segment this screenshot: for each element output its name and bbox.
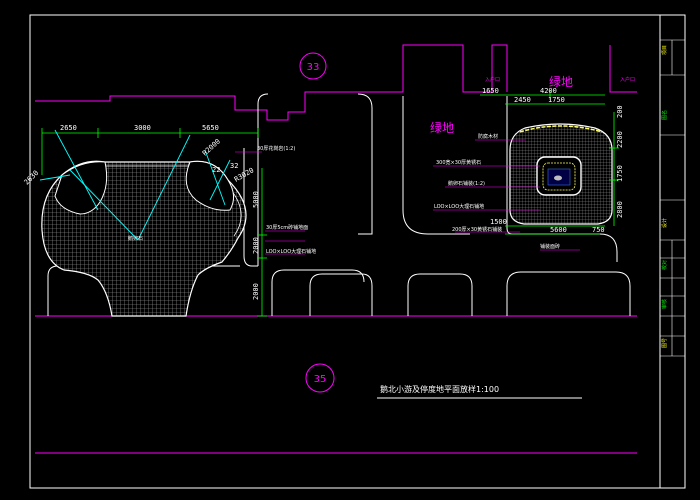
planting-bed-right: [185, 160, 234, 211]
dimension-label: 22: [212, 166, 220, 174]
dimension-label: R2000: [201, 137, 222, 157]
entrance-label-right: 入户口: [620, 76, 635, 83]
annotation-text: 铺装面砖: [540, 243, 560, 250]
dimension-label: 1650: [482, 87, 499, 95]
building-outline-top: [35, 44, 508, 121]
drawing-frame: [29, 14, 686, 489]
drawing-title: 鹅北小游及停度地平面放样1:100: [380, 384, 499, 394]
title-block: [660, 39, 685, 357]
title-block-label: 图名: [661, 110, 668, 120]
annotation-text: LOO×LOO大理石铺地: [434, 203, 484, 210]
dimension-label: 1500: [490, 218, 507, 226]
grid-marker-top: 33: [307, 62, 320, 73]
annotation-text: 30厚花岗岩(1:2): [257, 145, 295, 152]
leader-lines: [39, 129, 231, 241]
green-area-label-left: 绿地: [430, 120, 454, 135]
entrance-label-left: 入户口: [485, 76, 500, 83]
dimension-label: 2650: [60, 124, 77, 132]
road-edges: [35, 315, 637, 454]
annotation-text: 300宽×30厚黄锈石: [436, 159, 481, 166]
annotation-text: 30厚5cm砖铺地面: [266, 224, 308, 231]
dimension-label: 5650: [202, 124, 219, 132]
dimension-label: 2200: [616, 131, 624, 148]
annotation-leaders: [235, 139, 580, 255]
dimension-label: 5000: [252, 191, 260, 208]
title-block-label: 校对: [661, 260, 668, 270]
title-block-label: 设计: [661, 218, 668, 228]
dimension-label: 2000: [252, 237, 260, 254]
building-outline-top-right: [609, 45, 637, 93]
dimension-label: 32: [230, 162, 238, 170]
dimension-lines: [41, 90, 619, 317]
dimension-label: 750: [592, 226, 605, 234]
title-block-label: 审核: [661, 299, 668, 309]
annotation-text: LOO×LOO大理石铺地: [266, 248, 316, 255]
planter-ring: [519, 125, 603, 133]
title-block-label: 项目: [662, 45, 668, 55]
green-area-label-right: 绿地: [549, 74, 573, 89]
dimension-label: 1750: [616, 165, 624, 182]
grid-marker-circle-bottom: [305, 363, 335, 393]
grid-marker-bottom: 35: [314, 374, 327, 385]
dimension-label: 2630: [23, 169, 41, 187]
dimension-label: 2450: [514, 96, 531, 104]
dimension-label: 2800: [616, 201, 624, 218]
planting-bed-left: [54, 161, 108, 215]
dimension-label: 3000: [134, 124, 151, 132]
annotation-text: 防腐木材: [478, 133, 498, 140]
dimension-label: 2000: [252, 283, 260, 300]
boulder: [554, 175, 562, 181]
annotation-text: 鹅卵石铺装(1:2): [448, 180, 485, 187]
title-block-labels: 项目 图名 设计 校对 审核 图号: [661, 45, 668, 348]
dimension-label: 1750: [548, 96, 565, 104]
annotation-text: 200厚×30黄锈石铺装: [452, 226, 502, 233]
dimension-label: 5600: [550, 226, 567, 234]
dimension-label: 4200: [540, 87, 557, 95]
grid-marker-circle-top: [299, 52, 327, 80]
title-block-label: 图号: [662, 338, 668, 348]
annotation-text: 鹅卵石: [128, 235, 143, 242]
dimension-label: 200: [616, 105, 624, 118]
